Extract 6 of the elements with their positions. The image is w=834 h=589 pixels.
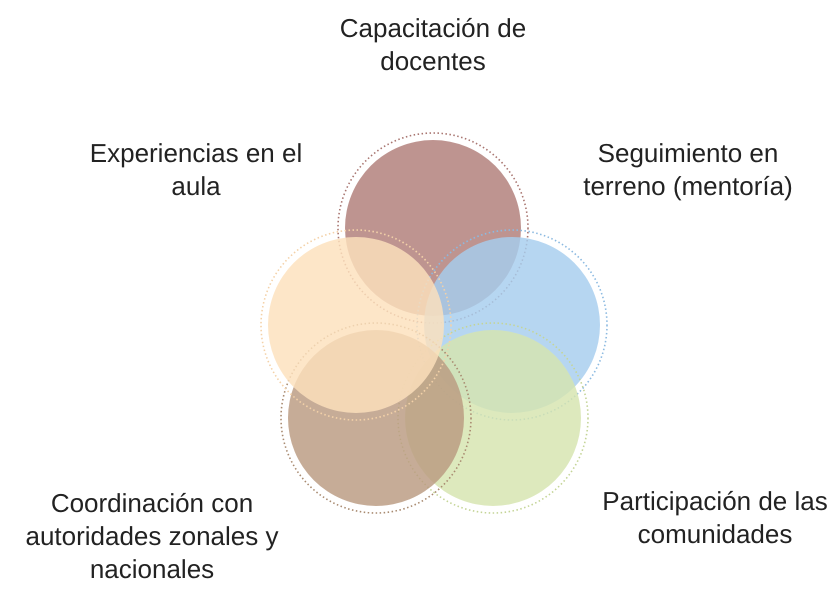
circle-label: Capacitación de docentes <box>338 12 528 78</box>
overlapping-circle <box>260 229 452 421</box>
circle-label: Seguimiento en terreno (mentoría) <box>582 137 794 203</box>
circle-label: Coordinación con autoridades zonales y nacionales <box>24 487 280 586</box>
circle-label: Experiencias en el aula <box>88 137 304 203</box>
circle-label: Participación de las comunidades <box>601 485 829 551</box>
